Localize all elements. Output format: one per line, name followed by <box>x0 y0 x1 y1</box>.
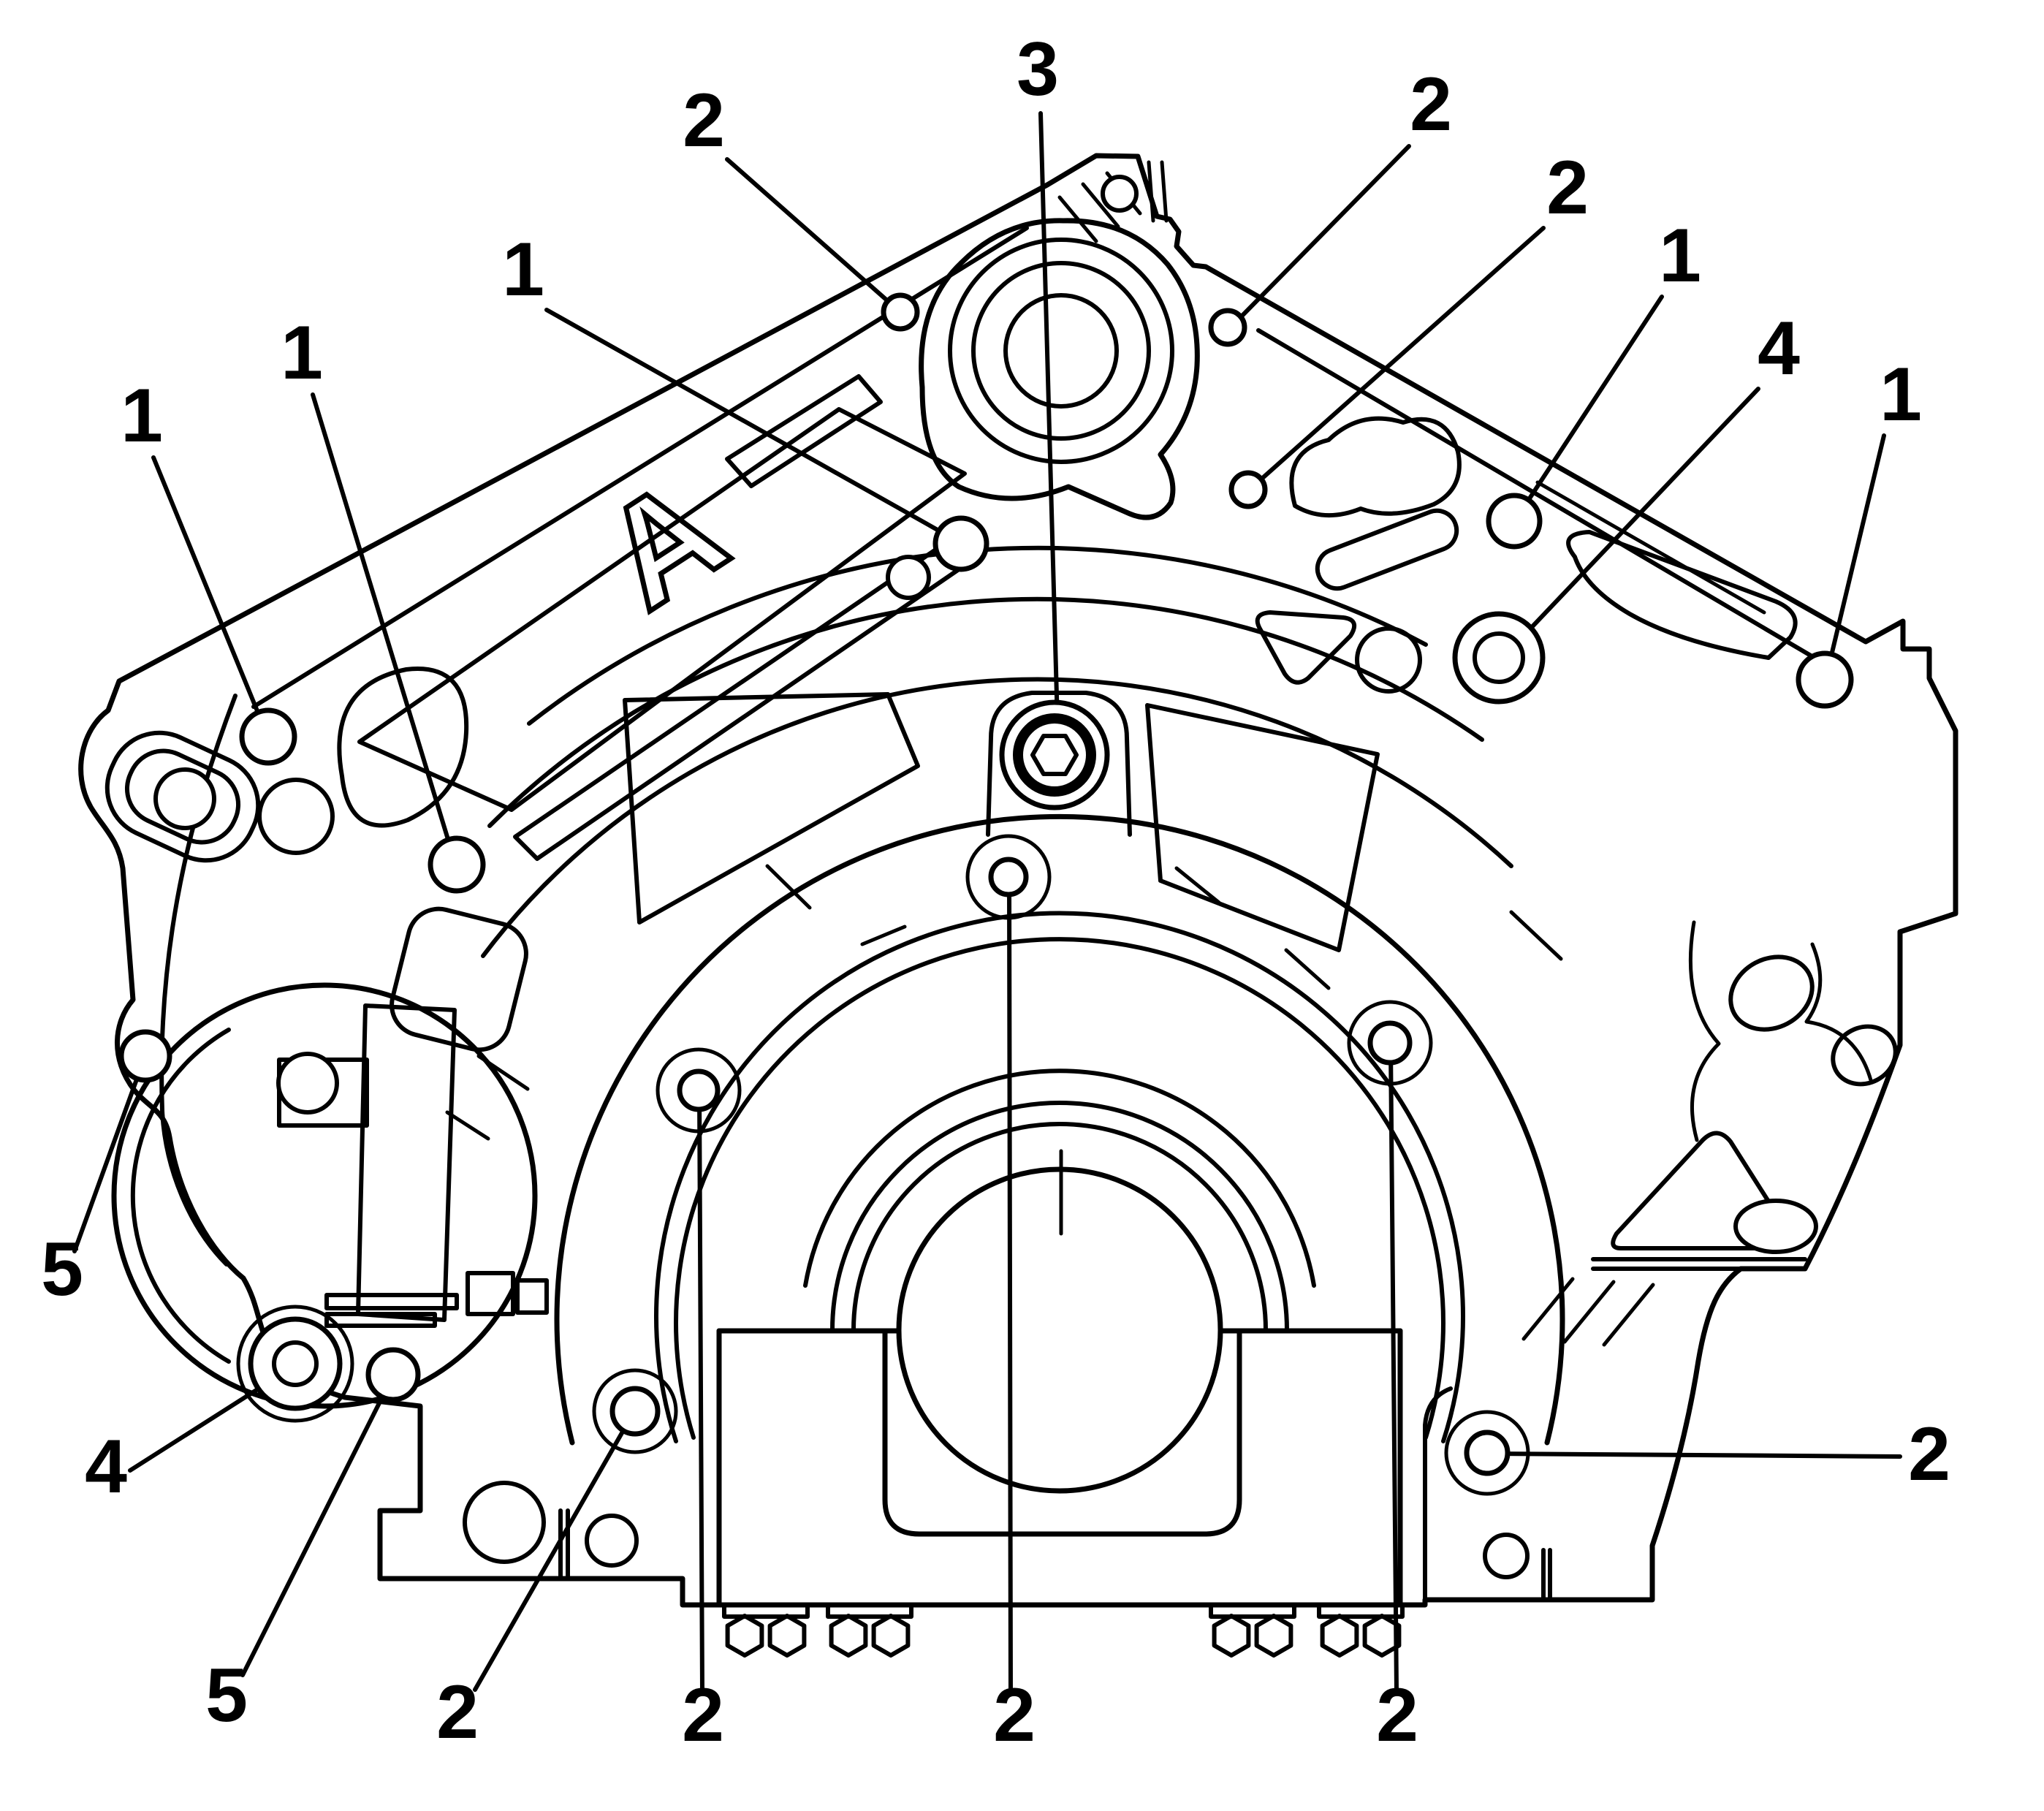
callout-label-1-4: 1 <box>502 227 544 312</box>
right-pockets <box>1255 416 1798 694</box>
bell-housing-flange <box>554 813 1565 1496</box>
callout-label-2-2: 2 <box>1410 62 1452 147</box>
bolt-hole-2-2 <box>1208 308 1247 347</box>
leader-line-1-8 <box>311 392 457 863</box>
rib-ticks <box>445 864 1563 1236</box>
callout-label-5-10: 5 <box>41 1227 83 1312</box>
callout-label-1-8: 1 <box>281 311 323 395</box>
hex-plug <box>999 699 1110 810</box>
leader-line-4-6 <box>1505 387 1760 656</box>
leader-line-3-0 <box>1038 111 1060 751</box>
left-pockets <box>337 667 528 1052</box>
bolt-hole-1-7 <box>1796 650 1854 709</box>
leader-line-2-17 <box>1489 1451 1902 1459</box>
bolt-hole-1-9 <box>239 707 297 766</box>
hex-plug-pocket <box>986 691 1132 837</box>
oil-pump-assembly <box>111 982 549 1423</box>
timing-cover-boss <box>919 218 1200 520</box>
bolt-hole-2-3 <box>1228 470 1268 509</box>
leader-line-2-3 <box>1249 226 1546 490</box>
callout-label-2-17: 2 <box>1908 1412 1950 1497</box>
misc-holes <box>257 555 931 855</box>
mount-boss <box>105 730 261 863</box>
bolt-hole-1-4 <box>932 515 989 572</box>
leader-line-1-7 <box>1825 433 1886 676</box>
bolt-hole-2-17 <box>1464 1430 1511 1476</box>
callout-label-1-9: 1 <box>121 373 163 458</box>
callout-label-1-5: 1 <box>1659 213 1701 298</box>
bolt-hole-5-10 <box>118 1029 172 1083</box>
right-side-features <box>1521 920 1898 1347</box>
bolt-hole-2-15 <box>988 857 1029 897</box>
leader-line-2-14 <box>697 1091 704 1693</box>
callout-label-2-14: 2 <box>682 1673 724 1758</box>
leader-line-2-2 <box>1227 144 1411 331</box>
rib-pockets <box>623 692 1380 952</box>
callout-label-5-12: 5 <box>205 1653 248 1738</box>
callout-label-2-1: 2 <box>683 78 725 163</box>
leader-lines <box>72 111 1902 1693</box>
bolt-hole-2-14 <box>677 1068 721 1112</box>
leader-line-1-4 <box>544 308 962 544</box>
bolt-hole-1-8 <box>428 835 486 894</box>
leader-line-2-15 <box>1007 878 1013 1693</box>
callout-label-2-3: 2 <box>1546 145 1589 230</box>
leader-line-2-1 <box>725 157 903 314</box>
bolt-hole-2-1 <box>881 292 920 332</box>
leader-line-1-5 <box>1515 295 1664 520</box>
callout-label-2-16: 2 <box>1376 1673 1418 1758</box>
dowel-and-plug <box>248 611 1546 1411</box>
bolt-hole-2-13 <box>609 1386 661 1437</box>
callout-label-2-13: 2 <box>436 1670 479 1755</box>
dowel-left <box>248 1316 343 1411</box>
callout-label-2-15: 2 <box>993 1673 1036 1758</box>
leader-line-5-10 <box>72 1059 145 1253</box>
leader-line-1-9 <box>151 455 268 734</box>
bolt-hole-2-16 <box>1367 1020 1413 1066</box>
bolt-hole-1-5 <box>1486 493 1543 550</box>
dowel-right <box>1452 611 1546 705</box>
bolt-hole-5-12 <box>365 1347 421 1402</box>
leader-line-2-13 <box>473 1414 634 1692</box>
leader-line-2-16 <box>1388 1044 1399 1693</box>
leader-line-5-12 <box>240 1379 392 1677</box>
block-artwork: A <box>78 153 1958 1655</box>
rear-main-cap <box>716 1328 1405 1655</box>
callout-label-1-7: 1 <box>1880 352 1922 437</box>
callout-label-3-0: 3 <box>1017 27 1059 112</box>
callout-label-4-11: 4 <box>85 1424 127 1509</box>
cap-bolts <box>722 1603 1405 1655</box>
foot-details <box>463 1386 1552 1602</box>
callout-label-4-6: 4 <box>1758 306 1800 391</box>
callout-holes <box>118 292 1854 1476</box>
